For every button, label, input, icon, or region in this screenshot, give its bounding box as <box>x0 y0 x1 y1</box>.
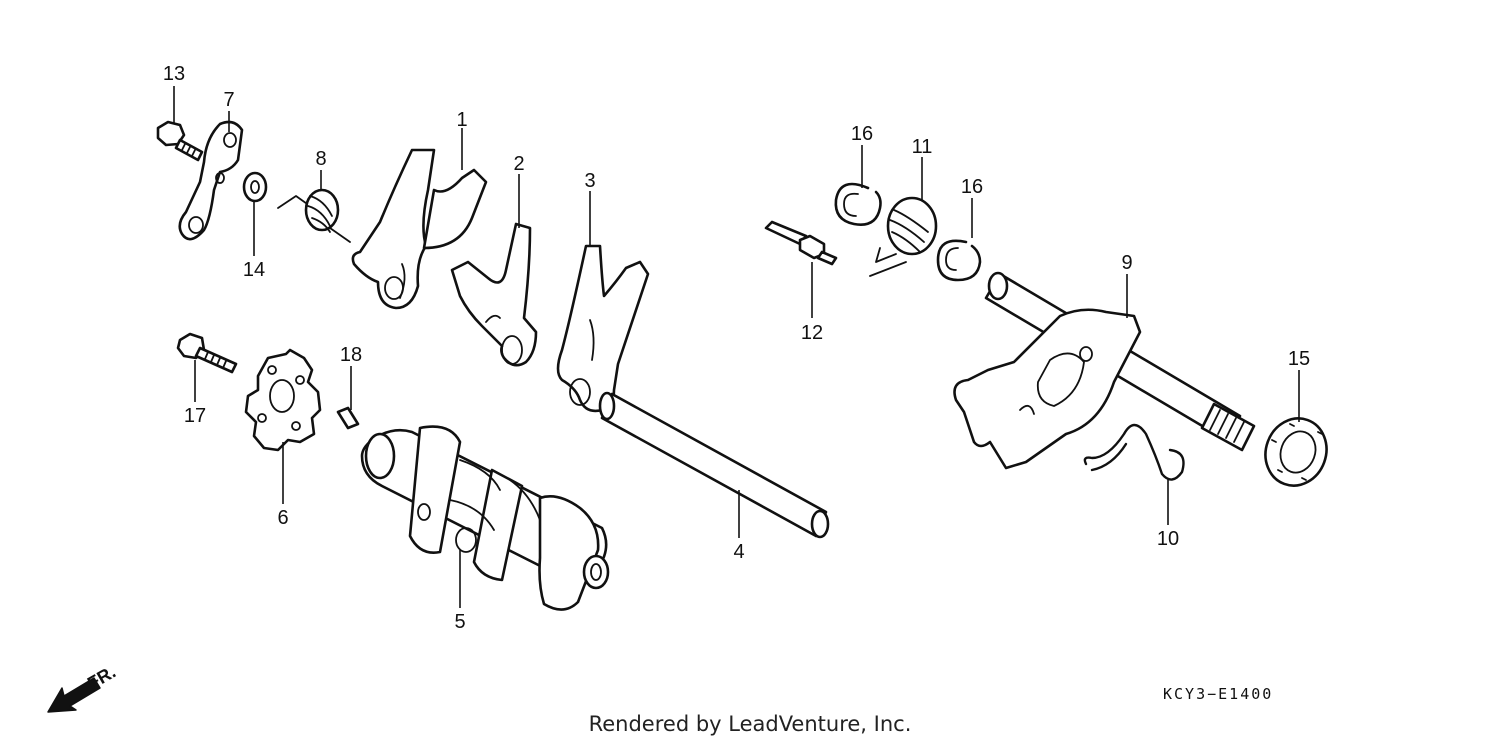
front-arrow-icon <box>47 677 101 713</box>
part-11-spring <box>869 196 938 277</box>
callout-16-left: 16 <box>851 123 873 145</box>
callout-16-right: 16 <box>961 176 983 198</box>
part-6-star-plate <box>244 348 322 452</box>
part-18-dowel-pin <box>336 406 360 430</box>
callout-numbers: 13 7 8 1 2 3 14 16 11 16 9 12 18 17 15 6… <box>163 63 1310 633</box>
part-12-pin-bolt <box>764 220 838 266</box>
part-7-plate <box>178 120 244 241</box>
part-13-bolt <box>156 120 204 162</box>
part-17-bolt <box>176 332 238 374</box>
part-15-oil-seal <box>1264 417 1328 487</box>
callout-14: 14 <box>243 259 265 281</box>
callout-7: 7 <box>223 89 234 111</box>
callout-10: 10 <box>1157 528 1179 550</box>
callout-15: 15 <box>1288 348 1310 370</box>
callout-3: 3 <box>584 170 595 192</box>
callout-11: 11 <box>912 136 933 158</box>
part-8-spring <box>277 188 351 243</box>
diagram-code: KCY3−E1400 <box>1163 685 1273 703</box>
callout-8: 8 <box>315 148 326 170</box>
part-1-shift-fork <box>351 148 488 310</box>
front-direction-indicator: FR. <box>47 662 119 713</box>
leader-lines <box>173 86 1300 608</box>
part-14-washer <box>242 171 268 203</box>
part-9-shift-spindle <box>953 271 1256 470</box>
part-16-circlip-left <box>834 182 882 226</box>
part-10-return-spring <box>1083 423 1185 481</box>
callout-12: 12 <box>801 322 823 344</box>
callout-17: 17 <box>184 405 206 427</box>
callout-18: 18 <box>340 344 362 366</box>
part-5-shift-drum <box>360 425 610 611</box>
part-3-shift-fork <box>556 244 650 413</box>
callout-6: 6 <box>277 507 288 529</box>
callout-13: 13 <box>163 63 185 85</box>
callout-5: 5 <box>454 611 465 633</box>
part-2-shift-fork <box>450 222 538 367</box>
part-16-circlip-right <box>936 239 982 282</box>
footer-credit: Rendered by LeadVenture, Inc. <box>588 712 912 736</box>
callout-4: 4 <box>733 541 744 563</box>
callout-1: 1 <box>456 109 467 131</box>
callout-2: 2 <box>513 153 524 175</box>
part-4-shaft <box>598 391 830 539</box>
callout-9: 9 <box>1121 252 1132 274</box>
